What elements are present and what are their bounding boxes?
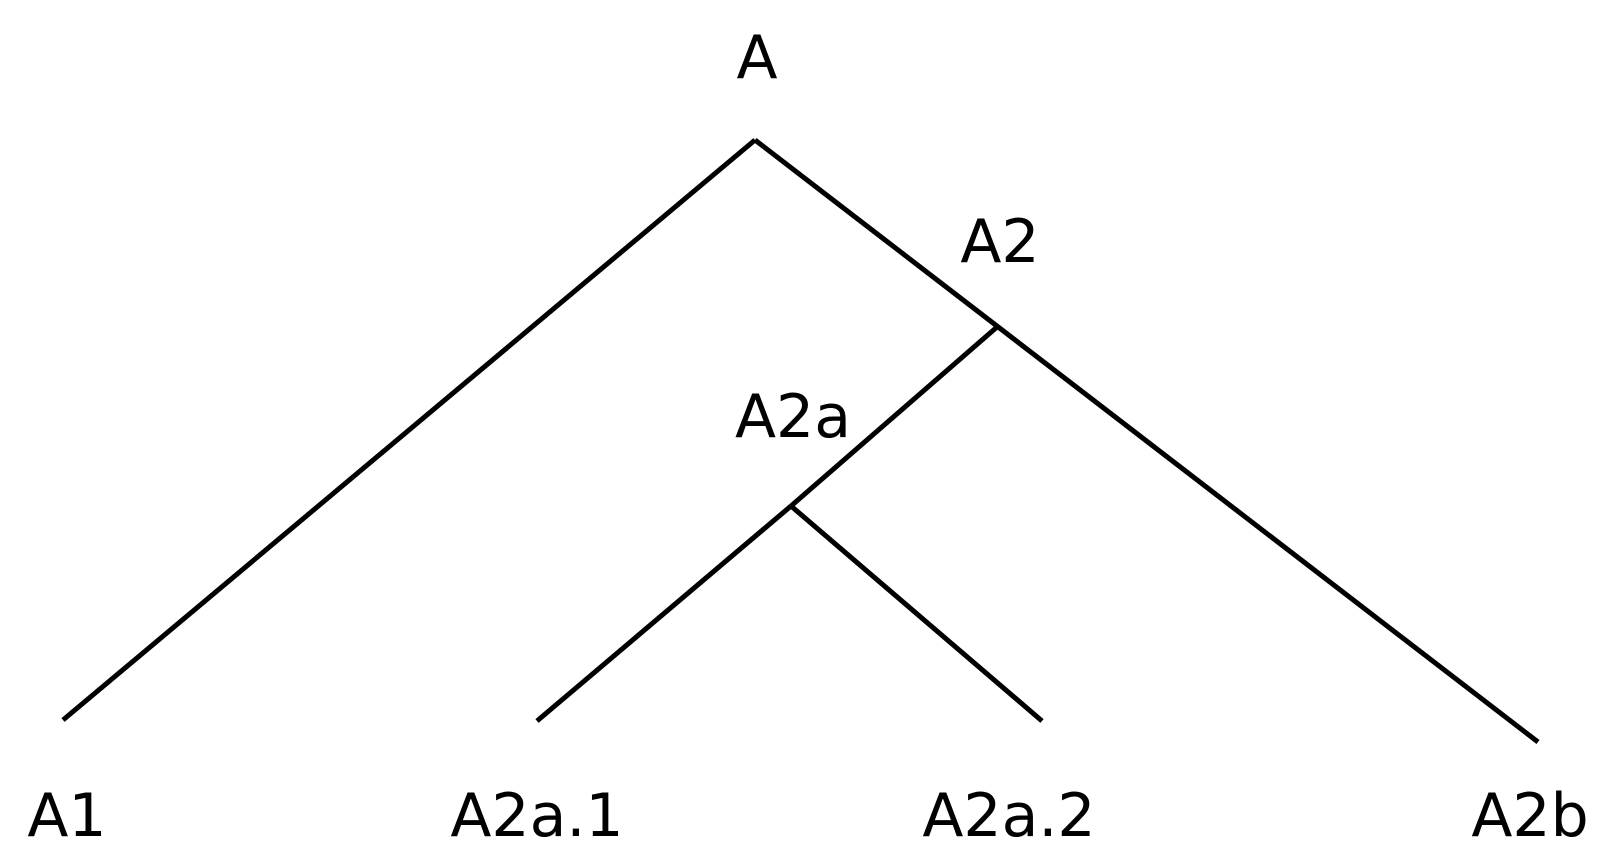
leaf-label-a2a1: A2a.1 [450,781,623,851]
node-label-a2a: A2a [735,382,851,452]
leaf-label-a1: A1 [27,781,106,851]
leaf-label-a2b: A2b [1471,781,1588,851]
leaf-label-a2a2: A2a.2 [922,781,1095,851]
edge-a2-to-a2a [789,325,999,508]
node-label-root: A [736,23,777,93]
node-label-a2: A2 [960,207,1039,277]
edge-a-to-a1 [61,138,757,722]
edge-a2a-to-a2a1 [535,504,793,723]
edge-a2a-to-a2a2 [789,504,1044,723]
edge-a-to-a2b [753,138,1540,744]
